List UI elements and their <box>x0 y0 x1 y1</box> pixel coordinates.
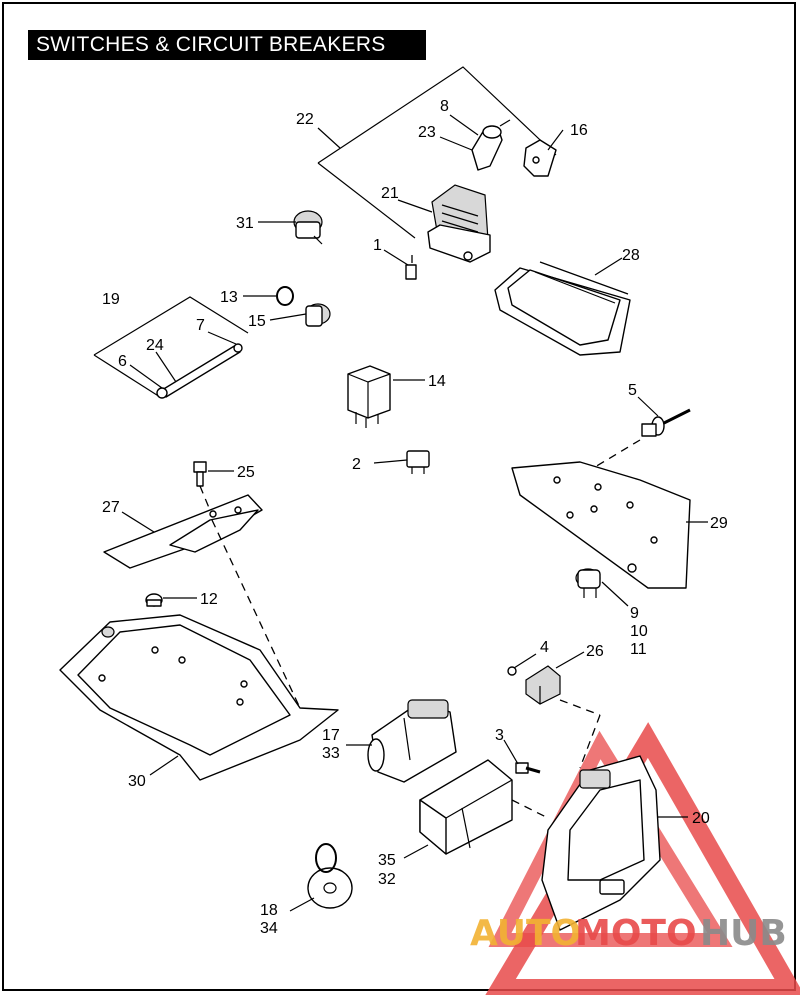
watermark-text: AUTO MOTO HUB <box>470 913 787 954</box>
callout-4: 4 <box>540 639 549 656</box>
callout-15: 15 <box>248 313 266 330</box>
part-module-17 <box>367 699 457 783</box>
callout-33: 33 <box>322 745 340 762</box>
assembly-line-bolt <box>211 519 301 709</box>
callout-8: 8 <box>440 98 449 115</box>
callout-1: 1 <box>373 237 382 254</box>
assembly-line-26b <box>579 714 601 769</box>
callout-17: 17 <box>322 727 340 744</box>
part-box-35 <box>419 759 513 855</box>
callout-32: 32 <box>378 871 396 888</box>
part-stud-5 <box>589 408 691 471</box>
part-key-switch-clip <box>471 119 511 171</box>
callout-2: 25 <box>237 464 255 481</box>
callout-31: 31 <box>236 215 254 232</box>
watermark-moto: MOTO <box>575 913 697 954</box>
part-regulator-21 <box>427 184 491 263</box>
callout-19: 19 <box>102 291 120 308</box>
part-tray-30 <box>59 614 339 781</box>
assembly-line-35 <box>511 799 549 819</box>
part-sensor-15 <box>305 303 331 327</box>
watermark-hub: HUB <box>700 913 787 954</box>
leader-lines <box>121 114 708 912</box>
callout-7: 7 <box>196 317 205 334</box>
assembly-line-26 <box>559 699 601 716</box>
part-housing-20 <box>541 755 661 931</box>
callout-14: 14 <box>428 373 446 390</box>
bracket-19 <box>93 296 249 398</box>
callout-21: 21 <box>381 185 399 202</box>
callout-10: 10 <box>630 623 648 640</box>
page-title: SWITCHES & CIRCUIT BREAKERS <box>28 30 426 60</box>
callout-9: 9 <box>630 605 639 622</box>
part-ground-strap-24 <box>156 343 243 399</box>
callout-22: 22 <box>296 111 314 128</box>
part-relay-14 <box>347 365 391 428</box>
callout-27: 27 <box>102 499 120 516</box>
callout-24: 24 <box>146 337 164 354</box>
callout-13: 13 <box>220 289 238 306</box>
callout-30: 30 <box>128 773 146 790</box>
part-channel-28 <box>494 261 631 356</box>
callout-3: 3 <box>495 727 504 744</box>
callout-26: 26 <box>586 643 604 660</box>
part-switch-31 <box>293 210 323 245</box>
watermark-auto: AUTO <box>470 913 581 954</box>
part-key-fob-18 <box>307 843 353 909</box>
callout-numbers: 22 8 23 16 21 31 1 28 19 13 7 15 24 6 14… <box>102 98 728 937</box>
callout-18: 18 <box>260 902 278 919</box>
part-bolt-3 <box>515 762 541 774</box>
part-bolt-1 <box>405 255 417 280</box>
part-plug-12 <box>145 593 163 607</box>
part-clip-9 <box>575 568 601 598</box>
callout-6: 6 <box>118 353 127 370</box>
part-block-26 <box>525 665 561 705</box>
callout-5: 5 <box>628 382 637 399</box>
part-bracket-27 <box>103 494 263 569</box>
callout-12: 12 <box>200 591 218 608</box>
callout-20: 20 <box>692 810 710 827</box>
part-oring-13 <box>276 286 294 306</box>
callout-11: 11 <box>630 641 647 658</box>
callout-23: 23 <box>418 124 436 141</box>
callout-16: 16 <box>570 122 588 139</box>
callout-29: 29 <box>710 515 728 532</box>
callout-35: 35 <box>378 852 396 869</box>
part-nut-4 <box>507 666 517 676</box>
part-bolt-2 <box>193 461 213 516</box>
bracket-22 <box>317 66 557 239</box>
callout-25: 2 <box>352 456 361 473</box>
part-plate-16 <box>523 139 557 177</box>
callout-28: 28 <box>622 247 640 264</box>
part-mount-plate-29 <box>511 461 691 589</box>
callout-34: 34 <box>260 920 278 937</box>
part-fuse-25 <box>406 450 430 474</box>
